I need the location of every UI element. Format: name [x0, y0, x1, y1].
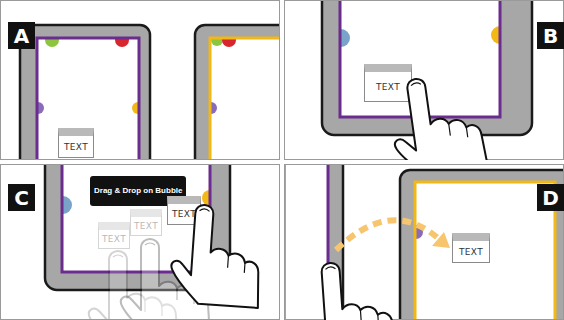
- pointing-hand: [386, 71, 488, 160]
- node-text: C: [14, 186, 29, 210]
- panel-a: [20, 25, 280, 160]
- tablet-screen: [37, 38, 139, 160]
- node-text: TEXT: [102, 234, 126, 244]
- panel-letter: A: [8, 22, 35, 49]
- screen-border: [415, 182, 555, 320]
- node-text: TEXT: [64, 142, 88, 152]
- text-card: TEXT: [167, 196, 201, 225]
- text-card: TEXT: [58, 128, 94, 158]
- panel-border: [285, 1, 564, 160]
- ghost-text-card: TEXT: [98, 222, 130, 249]
- pointing-hand: [169, 203, 265, 308]
- tablet-frame: [284, 164, 343, 320]
- text-card: TEXT: [364, 64, 412, 102]
- pointing-hand: [301, 259, 397, 320]
- screen-border: [340, 0, 500, 117]
- panel-d: [284, 164, 564, 320]
- tablet-screen: [210, 38, 280, 160]
- arrow-head: [432, 232, 450, 248]
- panel-letter: D: [537, 184, 564, 211]
- ghost-hand: [121, 239, 210, 320]
- tablet-screen: [62, 164, 210, 272]
- tablet-frame: [45, 164, 230, 290]
- node-text: TEXT: [134, 221, 158, 231]
- node-text: Drag & Drop on Bubble: [94, 186, 182, 196]
- node-text: TEXT: [172, 209, 196, 219]
- panel-letter: C: [8, 184, 35, 211]
- tablet-screen: [340, 0, 500, 117]
- tablet-frame: [20, 25, 150, 160]
- panel-b: [322, 0, 532, 135]
- ghost-text-card: TEXT: [130, 209, 162, 236]
- tablet-frame: [322, 0, 532, 135]
- tablet-screen: [415, 182, 555, 320]
- tablet-screen: [284, 164, 328, 320]
- screen-border: [210, 38, 280, 160]
- screen-border: [62, 164, 210, 272]
- node-text: TEXT: [459, 247, 483, 257]
- panel-border: [1, 1, 280, 160]
- node-text: A: [14, 24, 29, 48]
- text-card: TEXT: [452, 233, 490, 263]
- panel-letter: B: [537, 22, 564, 49]
- screen-border: [37, 38, 139, 160]
- node-text: TEXT: [376, 82, 400, 92]
- node-text: D: [542, 186, 559, 210]
- node-text: B: [543, 24, 558, 48]
- panel-c: [45, 164, 230, 320]
- drag-path: [336, 220, 440, 250]
- panel-border: [1, 165, 280, 320]
- panel-border: [285, 165, 564, 320]
